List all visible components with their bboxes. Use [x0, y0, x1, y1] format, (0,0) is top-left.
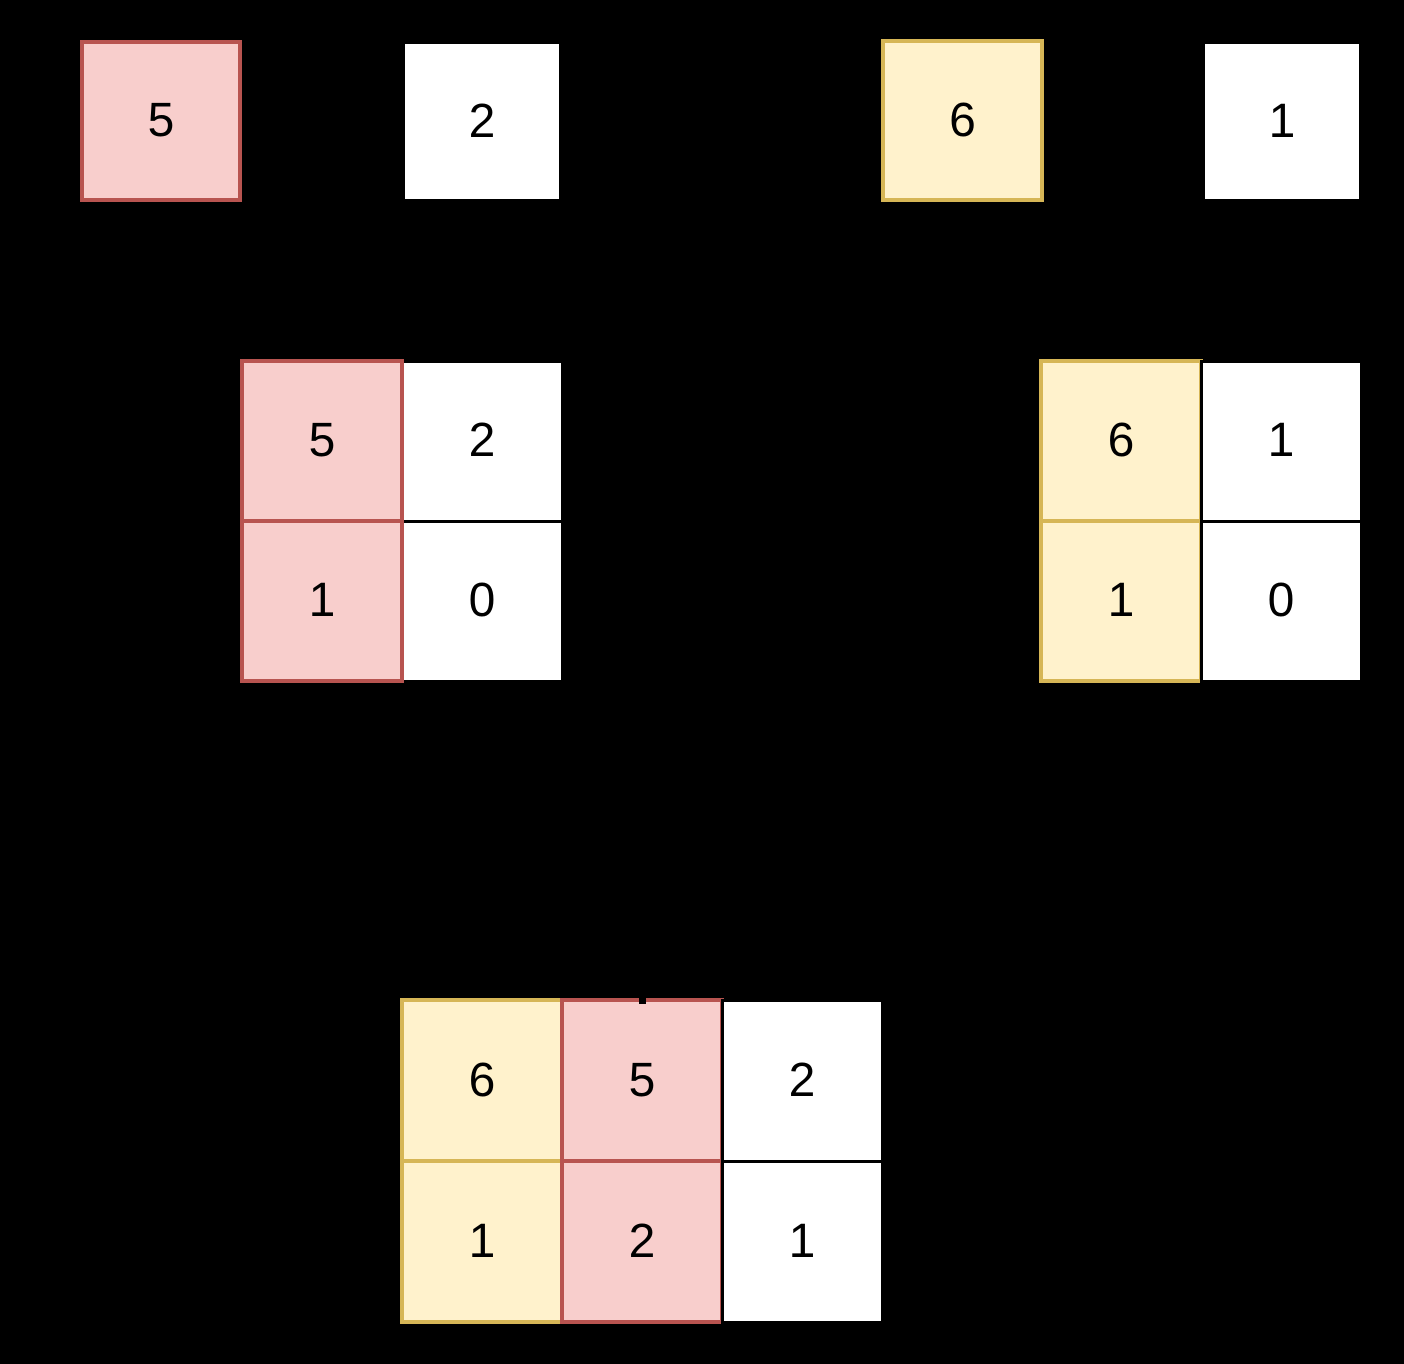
grid-cell: 0 — [400, 519, 564, 683]
merged-grid: 6 1 5 2 2 1 — [400, 998, 884, 1324]
grid-cell: 1 — [720, 1159, 884, 1324]
single-cell-pink: 5 — [80, 40, 242, 202]
grid-cell: 2 — [720, 998, 884, 1163]
grid-cell: 1 — [240, 519, 404, 683]
grid-cell: 1 — [1039, 519, 1203, 683]
right-pair-grid: 6 1 1 0 — [1039, 359, 1363, 683]
left-pair-grid: 2 0 5 1 — [240, 359, 564, 683]
grid-cell: 2 — [400, 359, 564, 523]
grid-cell: 5 — [560, 998, 724, 1163]
single-cell-white-b: 1 — [1202, 41, 1362, 202]
grid-cell: 1 — [1199, 359, 1363, 523]
grid-cell: 5 — [240, 359, 404, 523]
arrowhead-artifact — [639, 998, 646, 1004]
single-cell-white-a: 2 — [402, 41, 562, 202]
grid-cell: 6 — [400, 998, 564, 1163]
grid-cell: 0 — [1199, 519, 1363, 683]
grid-cell: 6 — [1039, 359, 1203, 523]
grid-cell: 2 — [560, 1159, 724, 1324]
grid-cell: 1 — [400, 1159, 564, 1324]
single-cell-yellow: 6 — [881, 39, 1044, 202]
